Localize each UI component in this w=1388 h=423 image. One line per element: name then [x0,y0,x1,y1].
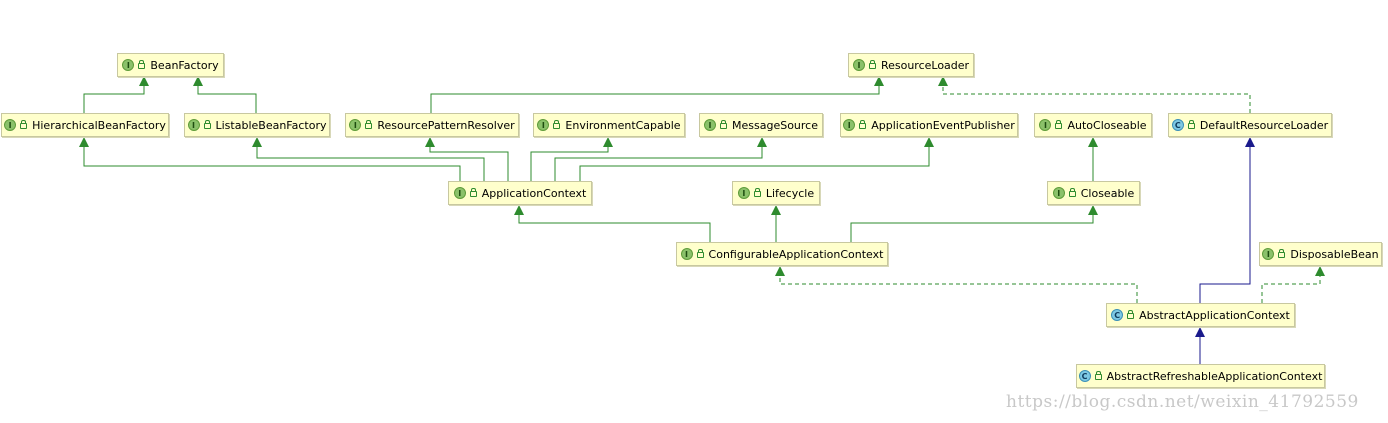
node-label: AutoCloseable [1067,118,1147,132]
node-label: BeanFactory [150,58,219,72]
edge-listablebeanfactory-to-beanfactory [193,76,257,113]
edge-applicationcontext-to-listablebeanfactory [252,137,485,181]
node-environmentcapable[interactable]: I EnvironmentCapable [533,113,685,137]
node-applicationcontext[interactable]: I ApplicationContext [448,181,592,205]
lock-icon [696,249,704,258]
node-label: DisposableBean [1290,247,1379,261]
node-label: Closeable [1080,186,1135,200]
interface-icon: I [187,119,200,131]
lock-icon [553,120,561,129]
node-label: AbstractApplicationContext [1139,308,1290,322]
interface-icon: I [704,119,716,131]
node-beanfactory[interactable]: I BeanFactory [117,53,224,77]
node-label: DefaultResourceLoader [1199,118,1329,132]
node-label: ConfigurableApplicationContext [708,247,884,261]
node-label: EnvironmentCapable [565,118,681,132]
lock-icon [1055,120,1063,129]
node-lifecycle[interactable]: I Lifecycle [732,181,820,205]
interface-icon: I [680,248,693,260]
class-icon: C [1078,370,1091,382]
edge-defaultresourceloader-to-resourceloader [938,76,1251,113]
edge-applicationcontext-to-messagesource [554,137,767,181]
node-hierarchicalbeanfactory[interactable]: I HierarchicalBeanFactory [1,113,169,137]
lock-icon [1187,120,1195,129]
node-label: ResourcePatternResolver [377,118,515,132]
lock-icon [1068,188,1076,197]
lock-icon [868,60,876,69]
node-disposablebean[interactable]: I DisposableBean [1259,242,1382,266]
node-listablebeanfactory[interactable]: I ListableBeanFactory [184,113,330,137]
node-abstractrefreshableapplicationcontext[interactable]: C AbstractRefreshableApplicationContext [1076,364,1325,388]
node-label: AbstractRefreshableApplicationContext [1106,369,1323,383]
edge-applicationcontext-to-resourcepatternresolver [425,137,509,181]
node-label: ApplicationEventPublisher [871,118,1015,132]
lock-icon [203,120,211,129]
interface-icon: I [537,119,550,131]
lock-icon [1094,371,1102,380]
interface-icon: I [1039,119,1052,131]
lock-icon [753,188,761,197]
lock-icon [365,120,373,129]
edge-abstractapplicationcontext-to-configurableapplicationcontext [775,266,1138,303]
node-closeable[interactable]: I Closeable [1047,181,1140,205]
node-label: HierarchicalBeanFactory [32,118,166,132]
node-label: ListableBeanFactory [215,118,327,132]
interface-icon: I [4,119,17,131]
interface-icon: I [852,59,865,71]
class-icon: C [1111,309,1124,321]
node-label: MessageSource [732,118,818,132]
edge-applicationcontext-to-environmentcapable [530,137,613,181]
interface-icon: I [453,187,466,199]
edge-configurableapplicationcontext-to-applicationcontext [514,205,711,242]
edge-resourcepatternresolver-to-resourceloader [430,76,884,113]
edge-abstractapplicationcontext-to-defaultresourceloader [1199,137,1255,303]
lock-icon [859,120,867,129]
lock-icon [138,60,146,69]
interface-icon: I [843,119,856,131]
edge-applicationcontext-to-hierarchicalbeanfactory [79,137,461,181]
node-label: ResourceLoader [880,58,970,72]
interface-icon: I [737,187,750,199]
interface-icon: I [122,59,135,71]
edge-abstractapplicationcontext-to-disposablebean [1261,266,1325,303]
node-resourcepatternresolver[interactable]: I ResourcePatternResolver [345,113,519,137]
edge-hierarchicalbeanfactory-to-beanfactory [83,76,149,113]
watermark: https://blog.csdn.net/weixin_41792559 [1006,392,1359,412]
lock-icon [1127,310,1135,319]
node-defaultresourceloader[interactable]: C DefaultResourceLoader [1168,113,1332,137]
lock-icon [1278,249,1286,258]
edge-configurableapplicationcontext-to-closeable [850,205,1098,242]
interface-icon: I [349,119,362,131]
interface-icon: I [1262,248,1275,260]
lock-icon [469,188,477,197]
lock-icon [20,120,28,129]
node-resourceloader[interactable]: I ResourceLoader [848,53,974,77]
node-configurableapplicationcontext[interactable]: I ConfigurableApplicationContext [676,242,888,266]
node-autocloseable[interactable]: I AutoCloseable [1034,113,1152,137]
node-label: ApplicationContext [481,186,587,200]
node-messagesource[interactable]: I MessageSource [699,113,823,137]
node-abstractapplicationcontext[interactable]: C AbstractApplicationContext [1106,303,1295,327]
node-label: Lifecycle [765,186,815,200]
node-applicationeventpublisher[interactable]: I ApplicationEventPublisher [840,113,1018,137]
edge-applicationcontext-to-applicationeventpublisher [579,137,934,181]
interface-icon: I [1052,187,1065,199]
lock-icon [720,120,727,129]
class-icon: C [1171,119,1184,131]
